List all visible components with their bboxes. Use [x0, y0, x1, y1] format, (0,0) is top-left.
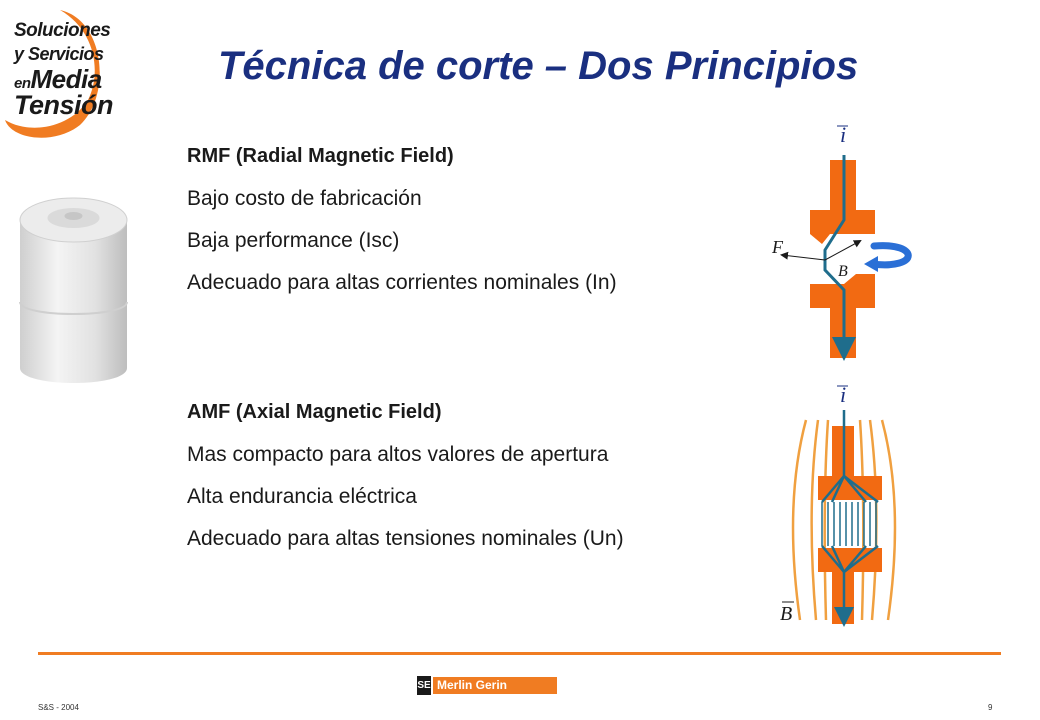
- company-logo: Soluciones y Servicios enMedia Tensión: [0, 0, 114, 145]
- amf-acronym: AMF: [187, 401, 231, 423]
- amf-section: AMF (Axial Magnetic Field) Mas compacto …: [187, 400, 637, 568]
- rmf-rotation-arrowhead: [864, 256, 878, 272]
- logo-line-3-small: en: [14, 75, 31, 92]
- logo-line-2: y Servicios: [14, 44, 104, 64]
- rmf-item-3: Adecuado para altas corrientes nominales…: [187, 271, 617, 294]
- amf-item-2: Alta endurancia eléctrica: [187, 485, 417, 508]
- page-number: 9: [988, 703, 993, 712]
- rmf-field-arrow: [824, 240, 862, 261]
- brand-name: Merlin Gerin: [433, 677, 557, 694]
- rmf-rotation-arrow: [868, 242, 912, 269]
- logo-line-4: Tensión: [14, 90, 114, 120]
- footer-copyright: S&S - 2004: [38, 703, 79, 712]
- logo-line-1: Soluciones: [14, 20, 111, 41]
- rmf-item-2: Baja performance (Isc): [187, 229, 400, 252]
- amf-field-label: B: [780, 603, 792, 625]
- rmf-diagram: i F B: [771, 122, 912, 361]
- rmf-item-1: Bajo costo de fabricación: [187, 187, 422, 210]
- rmf-section: RMF (Radial Magnetic Field) Bajo costo d…: [187, 144, 637, 312]
- brand-logo: SE Merlin Gerin: [417, 676, 557, 695]
- rmf-field-label: B: [838, 263, 848, 280]
- footer-rule: [38, 652, 1001, 655]
- rmf-force-label: F: [771, 237, 784, 257]
- amf-heading: AMF (Axial Magnetic Field): [187, 400, 637, 424]
- logo-line-3: enMedia: [14, 64, 114, 95]
- amf-axial-lines: [821, 502, 877, 546]
- slide-title: Técnica de corte – Dos Principios: [218, 44, 859, 88]
- amf-diagram: i: [780, 382, 897, 627]
- rmf-upper-contact: [810, 210, 875, 244]
- amf-expansion: (Axial Magnetic Field): [235, 401, 442, 423]
- logo-arc: [5, 10, 100, 138]
- rmf-expansion: (Radial Magnetic Field): [235, 145, 454, 167]
- logo-line-3-big: Media: [30, 64, 103, 94]
- rmf-heading: RMF (Radial Magnetic Field): [187, 144, 637, 168]
- amf-item-3: Adecuado para altas tensiones nominales …: [187, 527, 624, 550]
- rmf-acronym: RMF: [187, 145, 231, 167]
- amf-current-label-top: i: [840, 382, 846, 407]
- amf-current-path: [821, 410, 879, 573]
- rmf-current-label-top: i: [840, 122, 846, 147]
- amf-item-1: Mas compacto para altos valores de apert…: [187, 443, 609, 466]
- contact-diagrams: i F B i: [771, 122, 912, 627]
- brand-mark-icon: SE: [417, 676, 431, 695]
- interrupter-photo: [19, 197, 128, 383]
- amf-field-lines: [791, 419, 897, 621]
- rmf-force-arrow: [780, 251, 826, 261]
